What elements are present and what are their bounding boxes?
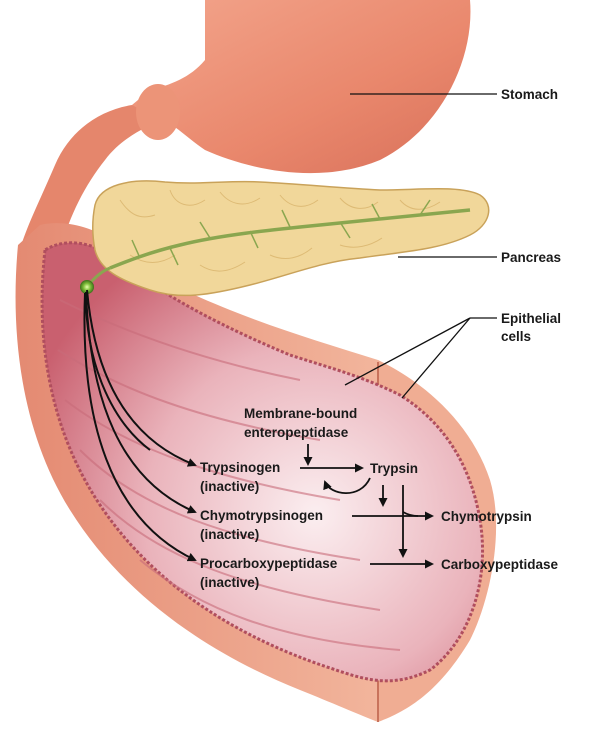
pancreas-illustration bbox=[88, 181, 489, 296]
enteropeptidase-label-line2: enteropeptidase bbox=[244, 425, 349, 440]
chymotrypsinogen-state: (inactive) bbox=[200, 527, 259, 542]
epithelial-label-line2: cells bbox=[501, 329, 531, 344]
epithelial-label-line1: Epithelial bbox=[501, 311, 561, 326]
enteropeptidase-label-line1: Membrane-bound bbox=[244, 406, 357, 421]
epithelial-leader-1 bbox=[345, 318, 470, 385]
chymotrypsin-label: Chymotrypsin bbox=[441, 509, 532, 524]
pancreas-label: Pancreas bbox=[501, 250, 561, 265]
chymotrypsinogen-label: Chymotrypsinogen bbox=[200, 508, 323, 523]
carboxypeptidase-label: Carboxypeptidase bbox=[441, 557, 559, 572]
trypsin-label: Trypsin bbox=[370, 461, 418, 476]
epithelial-leader-2 bbox=[402, 318, 470, 398]
procarboxypeptidase-state: (inactive) bbox=[200, 575, 259, 590]
procarboxypeptidase-label: Procarboxypeptidase bbox=[200, 556, 338, 571]
trypsinogen-state: (inactive) bbox=[200, 479, 259, 494]
trypsinogen-label: Trypsinogen bbox=[200, 460, 280, 475]
stomach-label: Stomach bbox=[501, 87, 558, 102]
